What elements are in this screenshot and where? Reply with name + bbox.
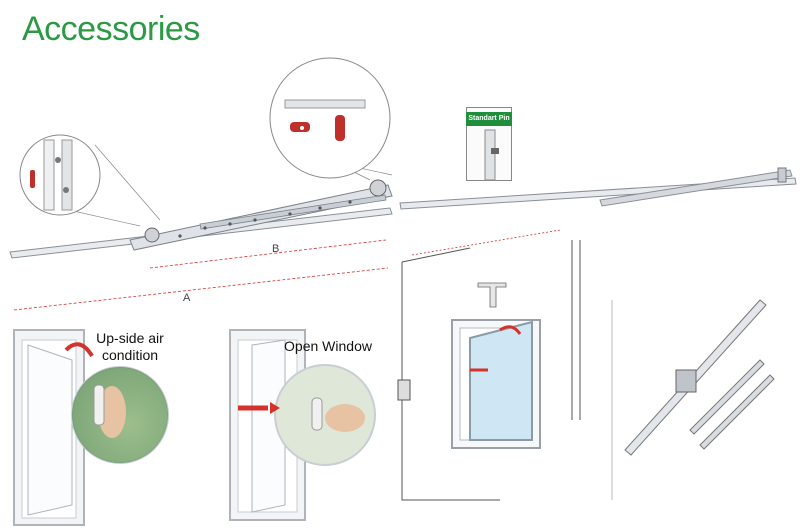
dimension-label-a: A <box>183 292 191 304</box>
pin-icon <box>484 129 499 181</box>
page-title: Accessories <box>22 10 200 48</box>
detail-circle-left <box>19 134 101 216</box>
espagnolette-hardware <box>611 299 775 500</box>
window-photo-left <box>13 329 169 526</box>
dimension-lines <box>13 239 389 311</box>
caption-airflow: Up-side air condition <box>96 330 164 363</box>
window-photo-middle <box>229 329 376 521</box>
caption-open-window: Open Window <box>284 338 372 354</box>
standard-pin-label: Standart Pin <box>466 112 512 126</box>
tilt-window-illustration <box>451 319 541 449</box>
detail-circle-right <box>269 57 391 179</box>
frame-hardware <box>397 240 581 501</box>
dimension-label-b: B <box>272 243 280 255</box>
stay-arm-hardware <box>9 179 393 259</box>
stay-arm-long <box>399 167 797 210</box>
